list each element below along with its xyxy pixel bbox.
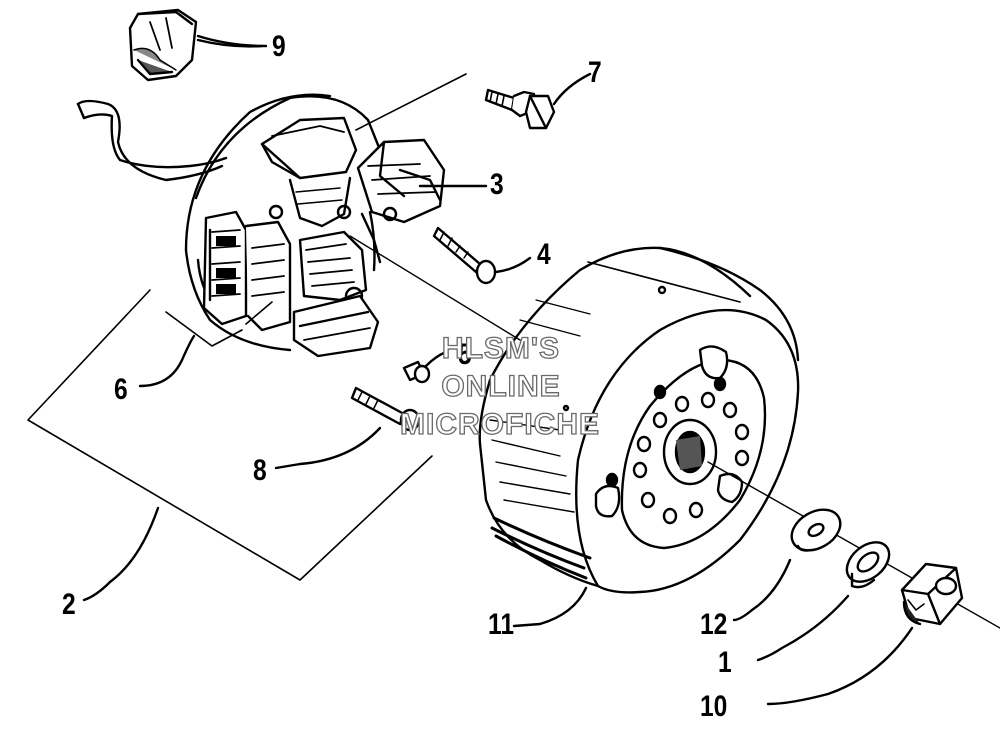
alignment-line-center bbox=[349, 235, 521, 341]
stator-assembly-part-2 bbox=[184, 93, 446, 358]
wire-lead bbox=[76, 99, 228, 182]
callout-2: 2 bbox=[62, 588, 76, 621]
bolt-part-7 bbox=[484, 72, 592, 130]
leader-part-6 bbox=[138, 334, 196, 388]
flywheel-part-11 bbox=[478, 246, 800, 628]
watermark-line-2: ONLINE bbox=[441, 370, 561, 403]
callout-8: 8 bbox=[253, 454, 267, 487]
screw-part-4 bbox=[432, 226, 532, 285]
bolt-part-8 bbox=[274, 386, 421, 470]
grommet-part-9 bbox=[128, 8, 264, 82]
leader-line-part-7 bbox=[355, 73, 467, 131]
callout-5: 5 bbox=[458, 338, 472, 371]
callout-10: 10 bbox=[700, 690, 728, 723]
callout-9: 9 bbox=[272, 30, 286, 63]
callout-1: 1 bbox=[718, 646, 732, 679]
lock-washer-part-1 bbox=[756, 541, 891, 662]
callout-4: 4 bbox=[537, 238, 551, 271]
callout-12: 12 bbox=[700, 608, 728, 641]
leader-part-9 bbox=[196, 34, 268, 48]
watermark-line-3: MICROFICHE bbox=[399, 408, 600, 441]
callout-3: 3 bbox=[490, 168, 504, 201]
callout-6: 6 bbox=[114, 373, 128, 406]
callout-7: 7 bbox=[588, 56, 602, 89]
leader-part-2 bbox=[82, 506, 160, 602]
screw-part-5 bbox=[402, 350, 448, 384]
callout-11: 11 bbox=[488, 608, 515, 641]
nut-part-10 bbox=[766, 562, 964, 706]
washer-part-12 bbox=[732, 508, 842, 622]
part-2-bracket bbox=[27, 289, 433, 581]
watermark-line-1: HLSM'S bbox=[441, 332, 561, 365]
